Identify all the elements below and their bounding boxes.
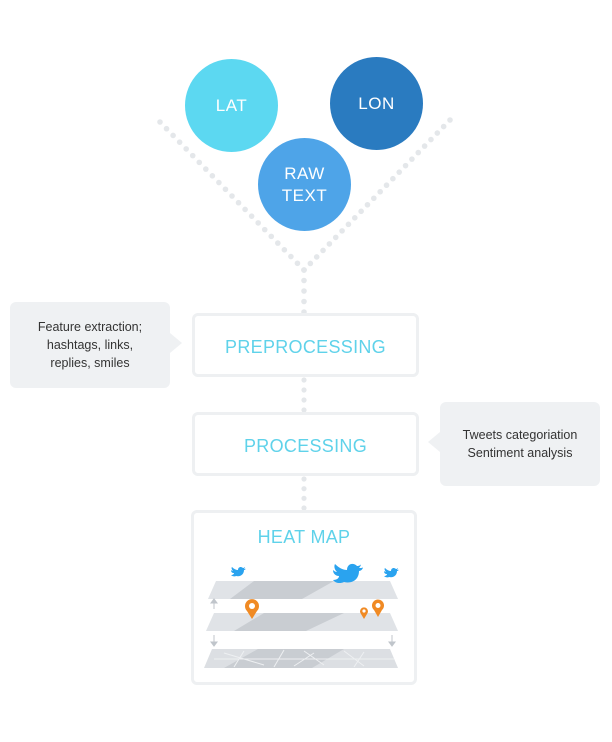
connector-dot [409, 156, 415, 162]
connector-dot [301, 505, 307, 511]
preprocessing-note-text: Feature extraction; hashtags, links, rep… [37, 320, 143, 370]
connector-dot [203, 166, 209, 172]
processing-title: PROCESSING [243, 436, 368, 456]
connector-dot [301, 298, 307, 305]
connector-dot [301, 387, 307, 393]
connector-dot [261, 226, 268, 233]
connector-dot [440, 123, 447, 130]
connector-dot [275, 240, 281, 246]
lat-label: LAT [215, 95, 248, 115]
preprocessing-stage: PREPROCESSING [192, 313, 419, 377]
connector-dot [157, 119, 163, 125]
connector-dot [371, 195, 377, 202]
connector-dot [390, 175, 396, 182]
connector-dot [351, 215, 358, 221]
connector-dot [294, 260, 301, 267]
connector-dot [301, 476, 307, 482]
connector-dot [301, 277, 307, 284]
connector-dot [229, 193, 235, 199]
preprocessing-note-pointer [170, 333, 182, 353]
twitter-bird-icon [231, 566, 246, 577]
heat-map-illustration [204, 563, 399, 668]
map-pin-icon [360, 607, 368, 619]
connector-dot [326, 241, 333, 247]
connector-dot [434, 130, 441, 136]
connector-dot [364, 201, 371, 208]
connector-dot [358, 208, 364, 215]
preprocessing-title: PREPROCESSING [225, 337, 386, 357]
connector-dot [163, 125, 170, 132]
connector-dot [345, 221, 352, 228]
connector-dot [320, 247, 326, 254]
connector-dot [242, 206, 248, 213]
map-layer-middle [206, 613, 398, 631]
connector-dot [415, 149, 422, 156]
processing-note-pointer [428, 432, 440, 452]
raw-text-input-circle: RAW TEXT [258, 138, 351, 231]
connector-dot [421, 143, 428, 149]
connector-dot [396, 169, 403, 175]
connector-dot [288, 253, 294, 260]
connector-dot [339, 228, 345, 234]
connector-dot [402, 162, 409, 169]
connector-dot [447, 117, 453, 123]
connector-dot [183, 146, 189, 152]
connector-dot [281, 247, 288, 253]
connector-dot [235, 199, 242, 206]
raw-text-label: RAW TEXT [281, 163, 328, 205]
connector-dot [189, 152, 196, 159]
twitter-bird-icon [333, 563, 363, 584]
connector-dot [383, 182, 390, 189]
lon-input-circle: LON [330, 57, 423, 150]
connector-dot [301, 288, 307, 294]
connector-dot [209, 173, 216, 179]
processing-stage: PROCESSING [192, 412, 419, 476]
connector-dot [301, 267, 307, 273]
connector-dot [301, 407, 307, 413]
lat-input-circle: LAT [185, 59, 278, 152]
map-layer-bottom [204, 649, 398, 668]
heat-map-title: HEAT MAP [257, 527, 351, 547]
connector-dot [176, 139, 183, 145]
connector-dot [377, 188, 383, 195]
connector-dot [428, 136, 434, 143]
connector-dot [222, 186, 229, 193]
connector-dot [301, 495, 307, 501]
processing-note: Tweets categoriation Sentiment analysis [440, 402, 600, 486]
connector-dot [313, 254, 320, 260]
connector-dot [301, 486, 307, 492]
connector-dot [248, 213, 255, 219]
connector-dot [170, 132, 176, 139]
connector-dot [301, 377, 307, 383]
connector-dot [255, 220, 261, 226]
updown-arrow-icon [210, 598, 396, 647]
map-layer-top [208, 581, 398, 599]
connector-dot [301, 397, 307, 403]
connector-dot [216, 179, 222, 186]
connector-dot [332, 234, 339, 241]
processing-note-text: Tweets categoriation Sentiment analysis [462, 428, 578, 460]
connector-dot [196, 159, 203, 166]
lon-label: LON [358, 93, 395, 113]
connector-dot [268, 233, 275, 240]
preprocessing-note: Feature extraction; hashtags, links, rep… [10, 302, 170, 388]
twitter-bird-icon [384, 567, 399, 578]
map-pin-icon [372, 599, 384, 617]
map-pin-icon [245, 599, 259, 619]
heat-map-stage: HEAT MAP [191, 510, 417, 685]
connector-dot [307, 260, 314, 267]
